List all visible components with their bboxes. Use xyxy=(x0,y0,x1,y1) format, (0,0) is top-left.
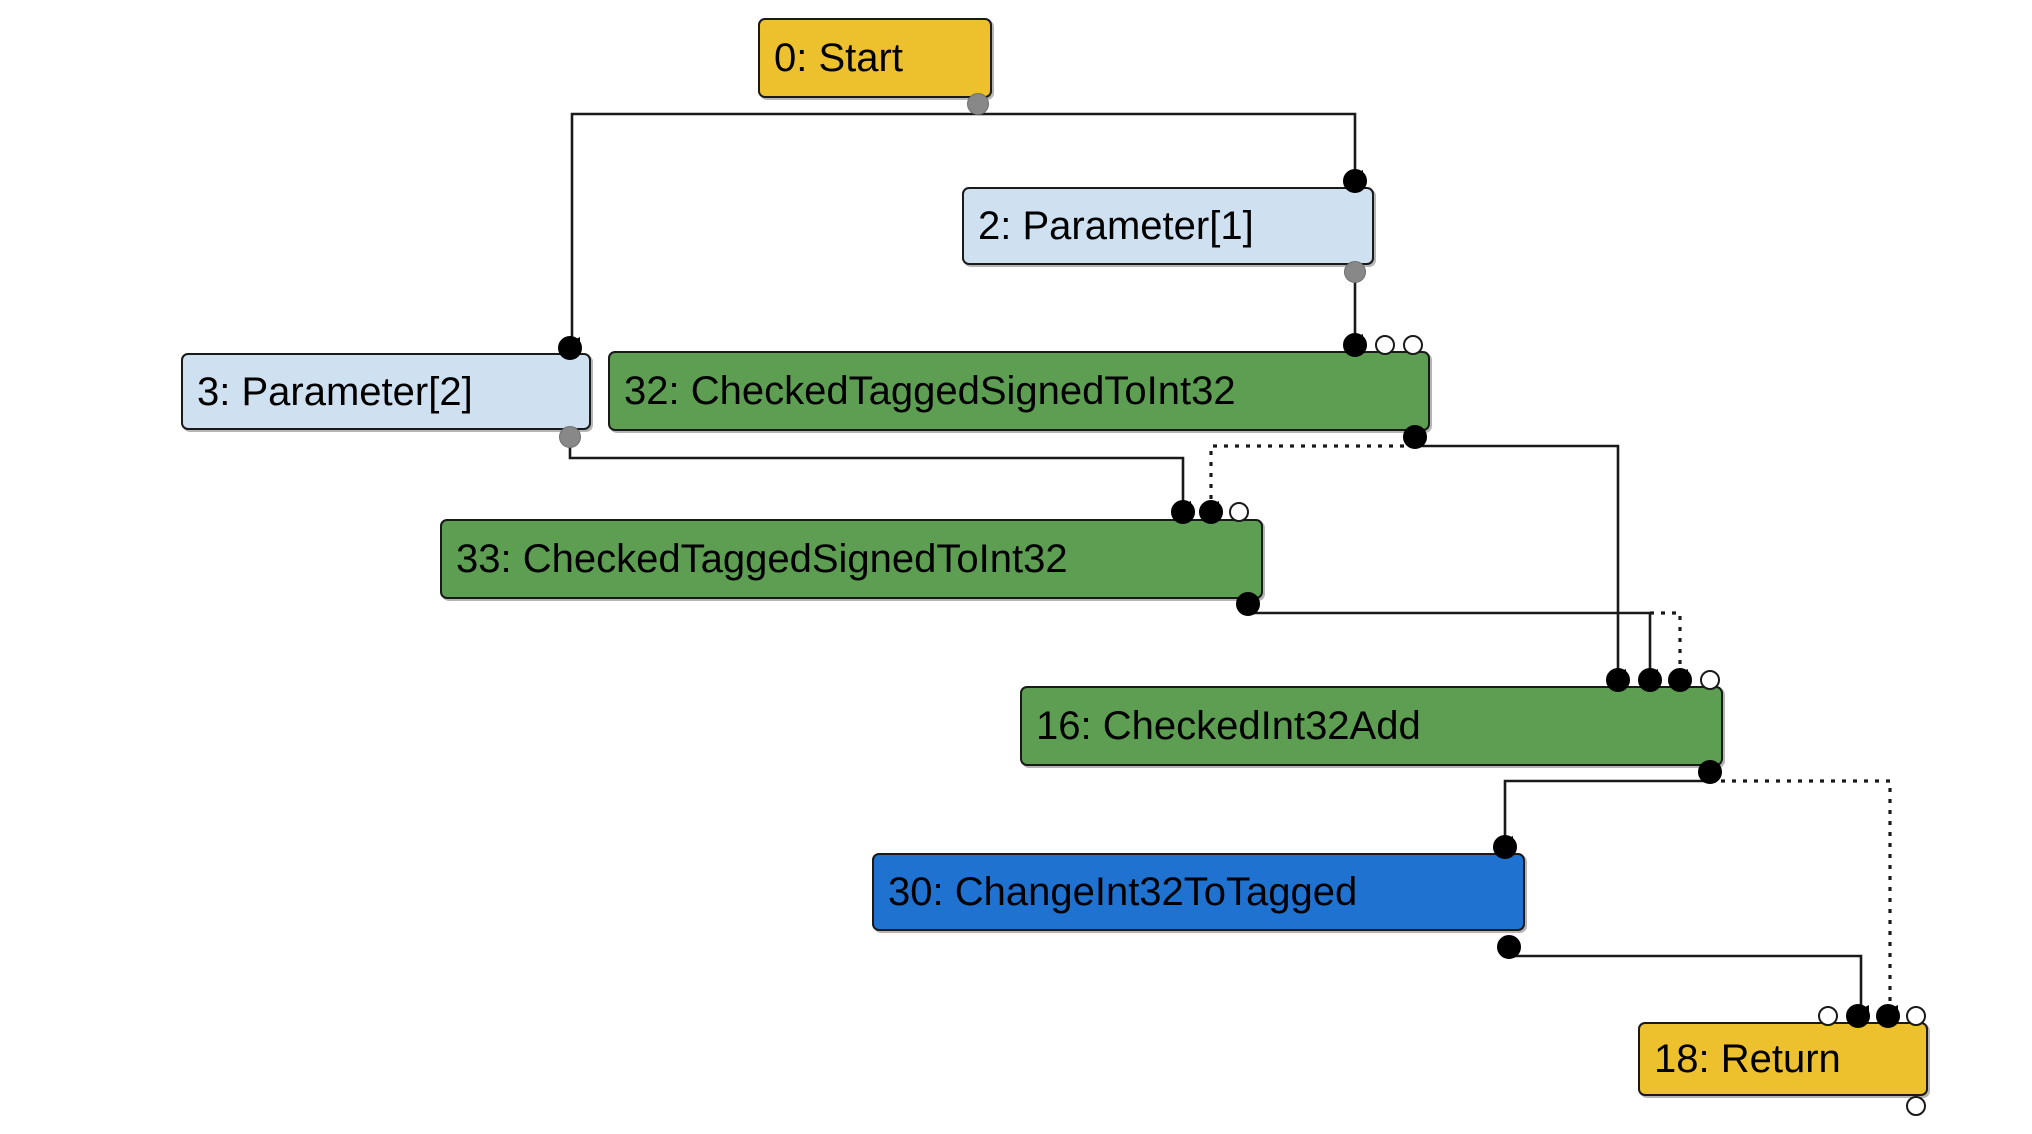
graph-node-label-33: 33: CheckedTaggedSignedToInt32 xyxy=(456,537,1068,581)
port-out-3-0[interactable] xyxy=(559,426,581,448)
port-in-32-1[interactable] xyxy=(1375,335,1395,355)
graph-node-label-32: 32: CheckedTaggedSignedToInt32 xyxy=(624,369,1236,413)
graph-node-label-18: 18: Return xyxy=(1654,1037,1841,1081)
port-in-18-3[interactable] xyxy=(1906,1006,1926,1026)
port-in-32-0[interactable] xyxy=(1343,333,1367,357)
graph-node-0[interactable]: 0: Start xyxy=(758,18,992,98)
port-out-30-0[interactable] xyxy=(1497,935,1521,959)
port-out-16-0[interactable] xyxy=(1698,760,1722,784)
graph-node-16[interactable]: 16: CheckedInt32Add xyxy=(1020,686,1723,766)
graph-node-30[interactable]: 30: ChangeInt32ToTagged xyxy=(872,853,1525,931)
port-in-16-3[interactable] xyxy=(1700,670,1720,690)
port-in-33-0[interactable] xyxy=(1171,500,1195,524)
port-in-3-0[interactable] xyxy=(558,336,582,360)
graph-node-label-30: 30: ChangeInt32ToTagged xyxy=(888,870,1358,914)
port-in-16-1[interactable] xyxy=(1638,668,1662,692)
port-in-32-2[interactable] xyxy=(1403,335,1423,355)
graph-node-18[interactable]: 18: Return xyxy=(1638,1022,1928,1096)
port-in-18-1[interactable] xyxy=(1846,1004,1870,1028)
port-out-18-0[interactable] xyxy=(1906,1096,1926,1116)
graph-node-33[interactable]: 33: CheckedTaggedSignedToInt32 xyxy=(440,519,1263,599)
graph-node-32[interactable]: 32: CheckedTaggedSignedToInt32 xyxy=(608,351,1430,431)
port-in-33-2[interactable] xyxy=(1229,502,1249,522)
port-in-33-1[interactable] xyxy=(1199,500,1223,524)
port-in-16-2[interactable] xyxy=(1668,668,1692,692)
port-in-30-0[interactable] xyxy=(1493,835,1517,859)
graph-node-label-16: 16: CheckedInt32Add xyxy=(1036,704,1421,748)
port-in-18-0[interactable] xyxy=(1818,1006,1838,1026)
port-out-0-0[interactable] xyxy=(967,93,989,115)
graph-node-2[interactable]: 2: Parameter[1] xyxy=(962,187,1374,265)
port-in-18-2[interactable] xyxy=(1876,1004,1900,1028)
graph-node-label-2: 2: Parameter[1] xyxy=(978,204,1254,248)
port-out-33-0[interactable] xyxy=(1236,592,1260,616)
graph-node-3[interactable]: 3: Parameter[2] xyxy=(181,353,591,430)
port-in-16-0[interactable] xyxy=(1606,668,1630,692)
port-in-2-0[interactable] xyxy=(1343,169,1367,193)
graph-node-label-3: 3: Parameter[2] xyxy=(197,369,473,414)
port-out-32-0[interactable] xyxy=(1403,425,1427,449)
graph-node-label-0: 0: Start xyxy=(774,36,903,80)
port-out-2-0[interactable] xyxy=(1344,261,1366,283)
